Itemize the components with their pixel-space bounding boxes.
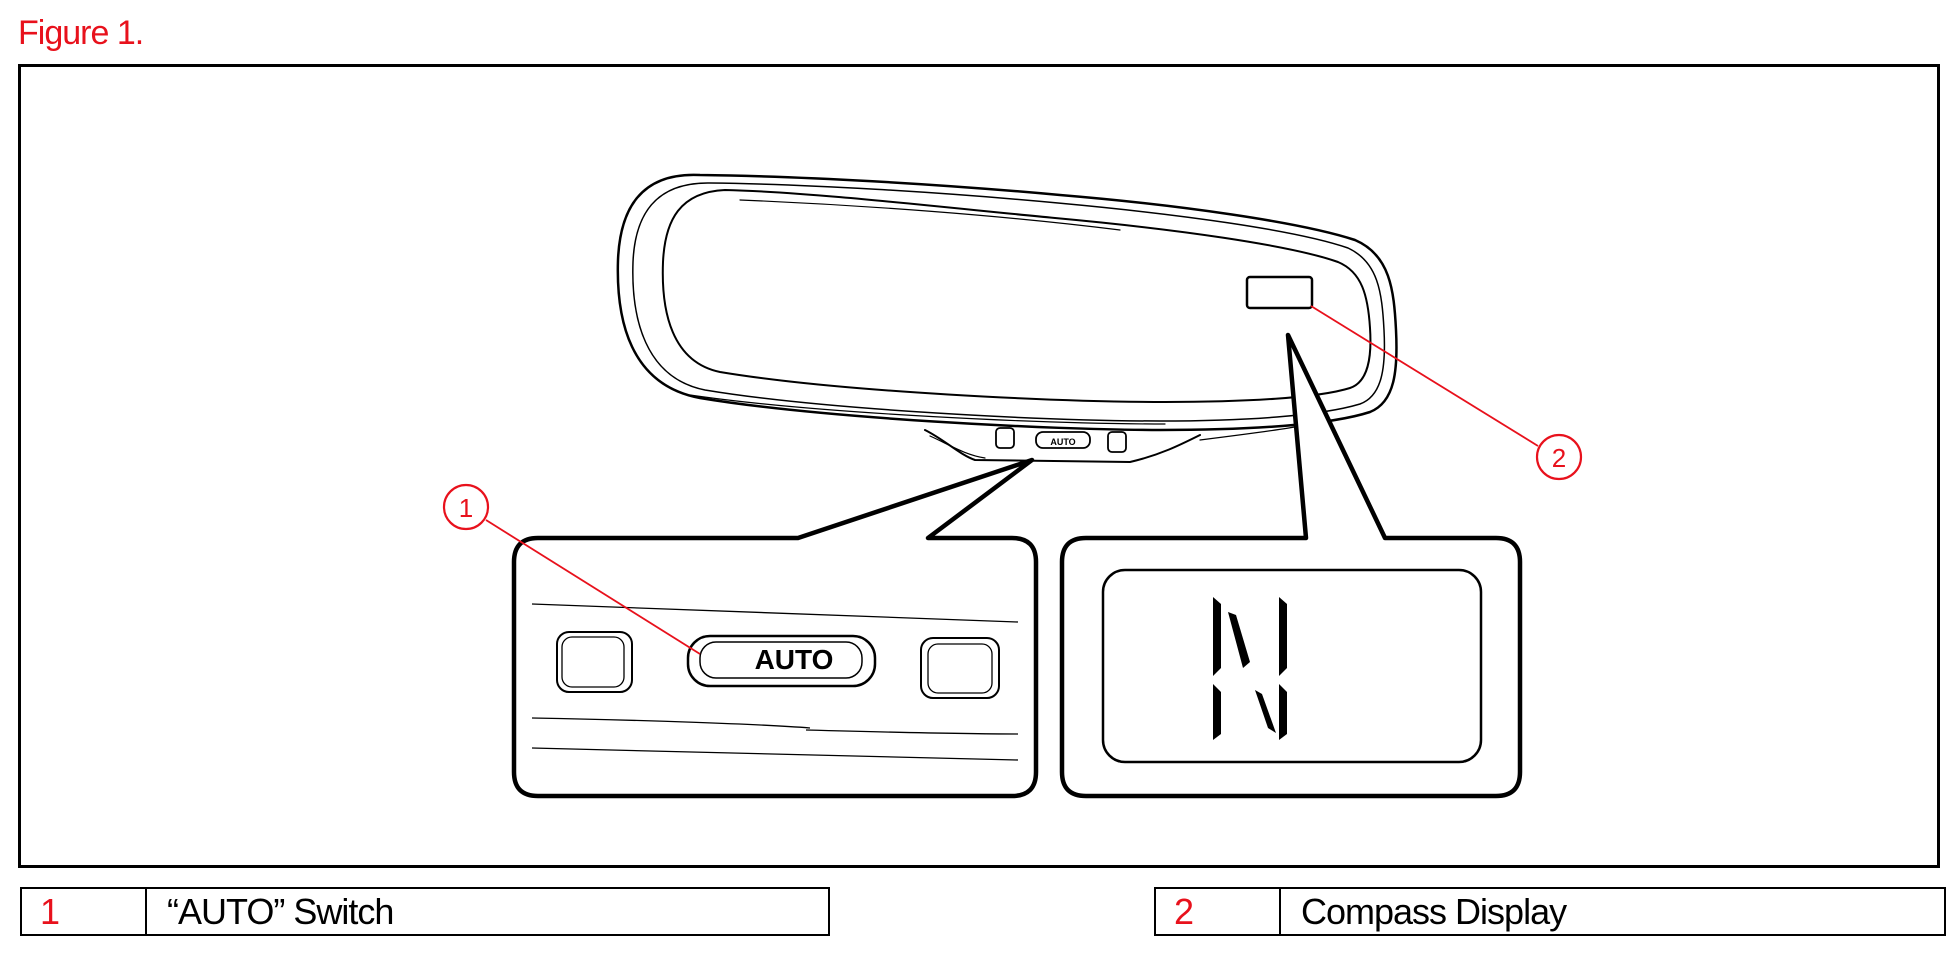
callout-1-number: 1 <box>459 493 473 523</box>
compass-detail-box <box>1059 332 1523 799</box>
switch-detail-box <box>511 457 1039 799</box>
mirror-bottom-bezel <box>924 429 1201 463</box>
detail-right-button <box>920 637 1000 699</box>
callout-2-number: 2 <box>1552 443 1566 473</box>
callout-1-leader <box>485 519 701 655</box>
mirror-housing <box>616 173 1398 432</box>
mirror-housing-edge <box>632 182 1386 422</box>
auto-switch-button <box>686 634 877 688</box>
callout-1-circle <box>442 483 490 531</box>
auto-switch-label: AUTO <box>755 644 834 675</box>
mirror-auto-button <box>1035 431 1091 449</box>
legend-1-description: “AUTO” Switch <box>167 891 394 932</box>
detail-left-button <box>556 631 633 693</box>
legend-row-1: 1 “AUTO” Switch <box>20 887 830 936</box>
callout-2-circle <box>1535 433 1583 481</box>
mirror-left-button <box>995 427 1015 449</box>
figure-frame <box>18 64 1940 868</box>
compass-display-window <box>1101 568 1483 764</box>
legend-1-number: 1 <box>22 889 147 934</box>
mirror-glass <box>661 189 1372 403</box>
legend-2-number: 2 <box>1156 889 1281 934</box>
mirror-compass-window <box>1245 275 1314 310</box>
callout-2-leader <box>1310 305 1539 447</box>
mirror-right-button <box>1107 431 1127 453</box>
figure-title: Figure 1. <box>18 14 144 52</box>
mirror-auto-mini-label: AUTO <box>1050 437 1075 447</box>
legend-row-2: 2 Compass Display <box>1154 887 1946 936</box>
compass-heading-glyph <box>1213 597 1287 740</box>
legend-2-description: Compass Display <box>1301 891 1567 932</box>
